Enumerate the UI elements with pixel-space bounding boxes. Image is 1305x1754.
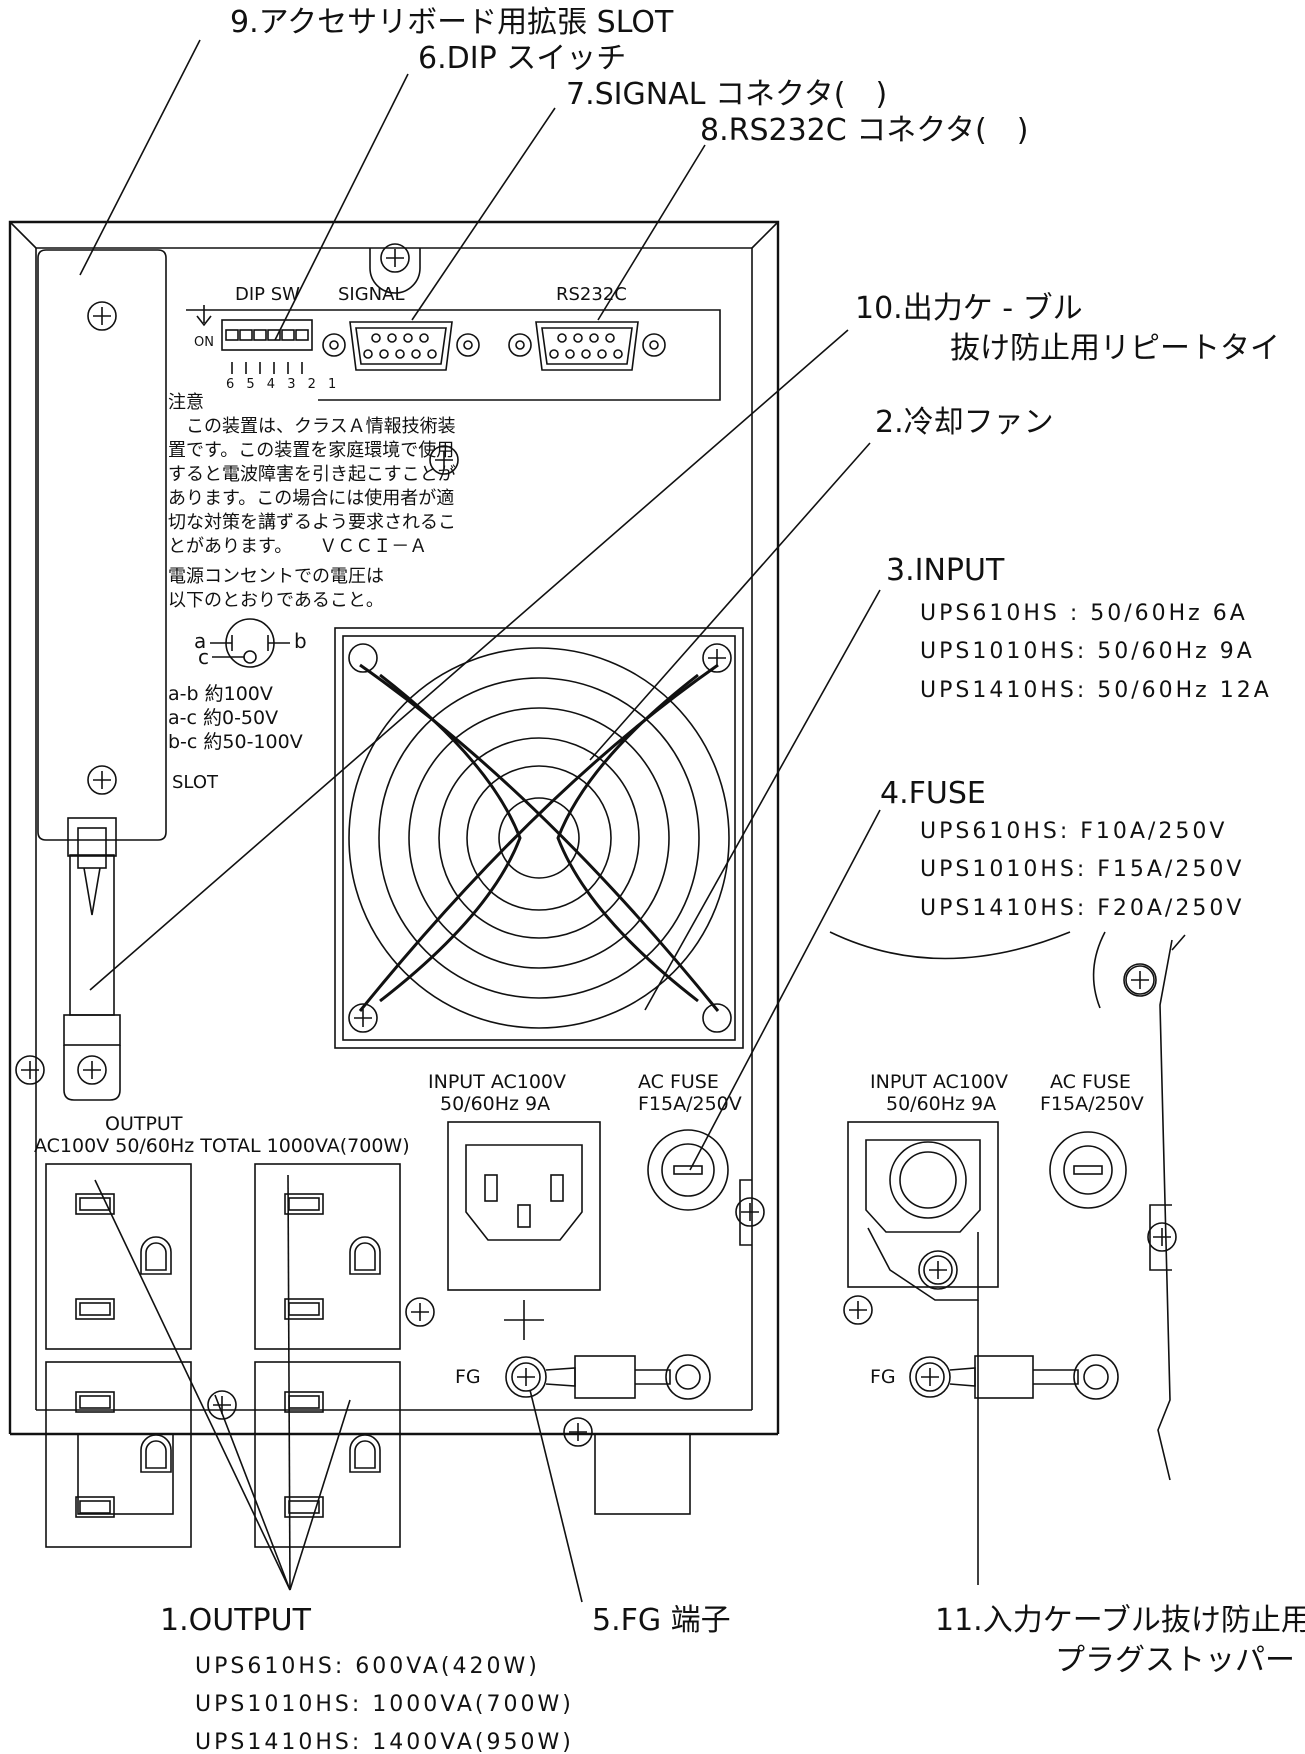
voltage-ab: a-b 約100V [168, 683, 273, 705]
outlet[interactable] [254, 1361, 401, 1548]
fuse-label-line2: F15A/250V [638, 1093, 742, 1115]
notice-line: すると電波障害を引き起こすことが [168, 464, 456, 485]
callout-10-line2: 抜け防止用リピートタイ [950, 331, 1280, 366]
callout-1-row: UPS1410HS: 1400VA(950W) [195, 1730, 574, 1754]
detail-fg-label: FG [870, 1366, 896, 1388]
repeat-tie [63, 817, 121, 1101]
plug-terminal-c: c [198, 645, 209, 669]
callout-1-title: 1.OUTPUT [160, 1603, 312, 1638]
callout-4-row: UPS1410HS: F20A/250V [920, 896, 1244, 921]
outlet[interactable] [45, 1163, 192, 1350]
callout-3-row: UPS610HS : 50/60Hz 6A [920, 601, 1248, 626]
detail-fuse-label-line1: AC FUSE [1050, 1071, 1131, 1093]
outlet[interactable] [45, 1361, 192, 1548]
fg-terminal[interactable]: FG [455, 1354, 711, 1400]
input-label-line1: INPUT AC100V [428, 1071, 566, 1093]
vcci-notice: 注意 この装置は、クラスＡ情報技術装 置です。この装置を家庭環境で使用 すると電… [168, 392, 456, 611]
rs232c-connector[interactable] [508, 321, 666, 371]
detail-input-label-line2: 50/60Hz 9A [886, 1093, 996, 1115]
notice-line: とがあります。 ＶＣＣＩ－Ａ [168, 536, 427, 557]
callout-1-row: UPS610HS: 600VA(420W) [195, 1654, 540, 1679]
fg-label: FG [455, 1366, 481, 1388]
callout-10-line1: 10.出力ケ - ブル [855, 291, 1083, 326]
output-label-line2: AC100V 50/60Hz TOTAL 1000VA(700W) [34, 1135, 410, 1157]
outlet[interactable] [254, 1163, 401, 1350]
callout-4-row: UPS610HS: F10A/250V [920, 819, 1227, 844]
ac-input-inlet[interactable]: INPUT AC100V 50/60Hz 9A [428, 1071, 601, 1340]
notice-line: この装置は、クラスＡ情報技術装 [168, 416, 456, 437]
notice-line: 切な対策を講ずるよう要求されるこ [168, 512, 456, 533]
callout-5-fg: 5.FG 端子 [592, 1603, 731, 1638]
dip-numbers: 6 5 4 3 2 1 [226, 377, 340, 392]
ac-fuse-holder[interactable]: AC FUSE F15A/250V [638, 1071, 742, 1211]
slot-label: SLOT [172, 772, 219, 793]
callout-3-row: UPS1410HS: 50/60Hz 12A [920, 678, 1272, 703]
output-outlets: OUTPUT AC100V 50/60Hz TOTAL 1000VA(700W) [34, 1113, 410, 1157]
callout-3-row: UPS1010HS: 50/60Hz 9A [920, 639, 1255, 664]
notice-line: 電源コンセントでの電圧は [168, 566, 384, 587]
voltage-ac: a-c 約0-50V [168, 707, 278, 729]
output-label-line1: OUTPUT [105, 1113, 183, 1135]
notice-line: 以下のとおりであること。 [168, 590, 384, 611]
callout-11-line2: プラグストッパー [1055, 1643, 1295, 1678]
callout-3-title: 3.INPUT [886, 553, 1005, 588]
dip-switch[interactable]: ON 6 5 4 3 2 1 [194, 305, 340, 392]
detail-input-label-line1: INPUT AC100V [870, 1071, 1008, 1093]
ups-enclosure [8, 220, 780, 1515]
callout-8-rs232c: 8.RS232C コネクタ( ) [700, 113, 1028, 148]
callout-1-row: UPS1010HS: 1000VA(700W) [195, 1692, 574, 1717]
callout-11-line1: 11.入力ケーブル抜け防止用 [935, 1603, 1305, 1638]
plug-terminal-b: b [294, 629, 307, 653]
notice-line: あります。この場合には使用者が適 [168, 488, 454, 509]
callout-6-dip-switch: 6.DIP スイッチ [418, 41, 626, 76]
signal-label: SIGNAL [338, 284, 405, 305]
on-label: ON [194, 335, 214, 350]
expansion-slot-panel [37, 249, 167, 841]
rs232c-label: RS232C [556, 284, 627, 305]
input-label-line2: 50/60Hz 9A [440, 1093, 550, 1115]
notice-line: 注意 [168, 392, 204, 413]
notice-line: 置です。この装置を家庭環境で使用 [168, 440, 454, 461]
cooling-fan [334, 627, 744, 1049]
leader-lines [79, 39, 979, 1603]
voltage-bc: b-c 約50-100V [168, 731, 303, 753]
plug-terminal-a: a [194, 629, 206, 653]
detail-view-plug-stopper: INPUT AC100V 50/60Hz 9A AC FUSE F15A/250… [829, 931, 1186, 1481]
dip-sw-label: DIP SW [235, 284, 300, 305]
signal-connector[interactable] [322, 321, 480, 371]
callout-4-row: UPS1010HS: F15A/250V [920, 857, 1244, 882]
callout-2-fan: 2.冷却ファン [875, 405, 1054, 440]
connector-panel: DIP SW SIGNAL RS232C [186, 284, 721, 401]
detail-fuse-label-line2: F15A/250V [1040, 1093, 1144, 1115]
plug-voltage-diagram: a b c a-b 約100V a-c 約0-50V b-c 約50-100V … [168, 618, 307, 793]
callout-9-slot: 9.アクセサリボード用拡張 SLOT [230, 5, 674, 40]
fuse-label-line1: AC FUSE [638, 1071, 719, 1093]
callout-7-signal: 7.SIGNAL コネクタ( ) [566, 77, 887, 112]
callout-4-title: 4.FUSE [880, 776, 986, 811]
